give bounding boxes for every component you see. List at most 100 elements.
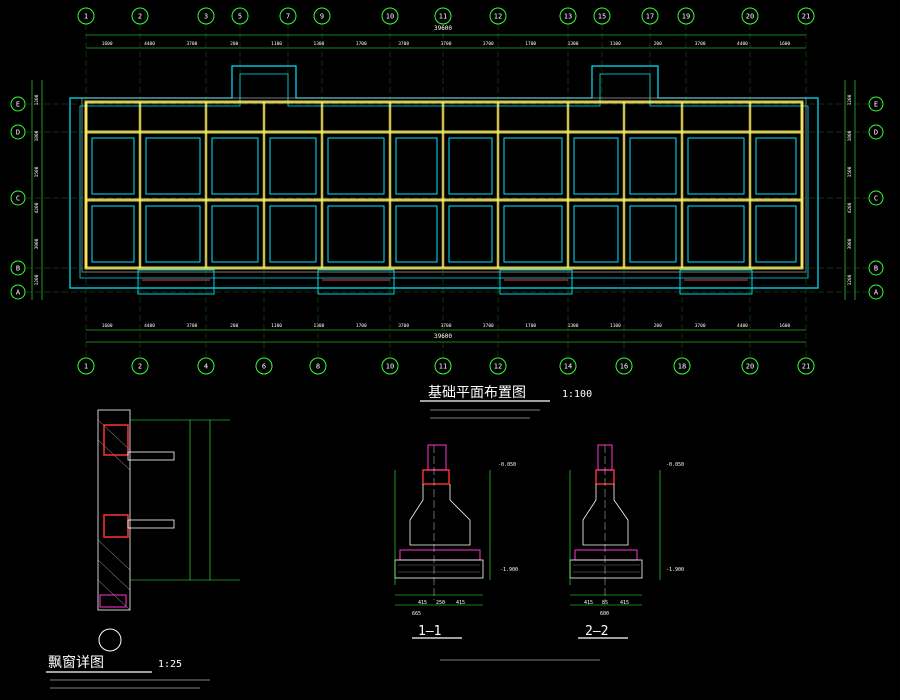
left-dim-0: 1200 xyxy=(34,94,40,105)
left-dim-5: 1200 xyxy=(34,274,40,285)
top-dim-13: 200 xyxy=(654,41,662,47)
axis-bubble-row-A-right: A xyxy=(868,284,884,300)
axis-bubble-bottom-8: 8 xyxy=(309,357,327,375)
axis-bubble-bottom-4: 4 xyxy=(197,357,215,375)
svg-text:12: 12 xyxy=(494,13,502,21)
svg-text:15: 15 xyxy=(598,13,606,21)
axis-bubble-bottom-18: 18 xyxy=(673,357,691,375)
bottom-dim-9: 3700 xyxy=(483,323,494,329)
axis-bubble-row-D-right: D xyxy=(868,124,884,140)
svg-text:B: B xyxy=(16,265,20,273)
svg-text:10: 10 xyxy=(386,13,394,21)
sec2-elev-bottom: -1.900 xyxy=(666,567,684,573)
axis-bubble-top-10: 10 xyxy=(381,7,399,25)
section-1-1-label: 1—1 xyxy=(418,624,441,639)
bottom-dim-6: 1700 xyxy=(356,323,367,329)
axis-bubble-row-E-left: E xyxy=(10,96,26,112)
top-dim-15: 4400 xyxy=(737,41,748,47)
axis-bubble-bottom-12: 12 xyxy=(489,357,507,375)
axis-bubble-bottom-14: 14 xyxy=(559,357,577,375)
window-detail-scale: 1:25 xyxy=(158,659,182,670)
axis-bubble-bottom-2: 2 xyxy=(131,357,149,375)
svg-text:A: A xyxy=(16,289,21,297)
svg-text:21: 21 xyxy=(802,363,810,371)
axis-bubble-row-B-left: B xyxy=(10,260,26,276)
svg-text:8: 8 xyxy=(316,363,320,371)
axis-bubble-top-11: 11 xyxy=(434,7,452,25)
sec1-dim-a: 415 xyxy=(418,600,427,606)
bottom-dim-16: 1600 xyxy=(779,323,790,329)
right-dim-3: 4200 xyxy=(847,202,853,213)
sec2-dim-c: 415 xyxy=(620,600,629,606)
top-dim-16: 1600 xyxy=(779,41,790,47)
axis-bubble-row-A-left: A xyxy=(10,284,26,300)
plan-title: 基础平面布置图 xyxy=(428,384,526,401)
window-detail-title: 飘窗详图 xyxy=(48,654,104,671)
top-dim-1: 4400 xyxy=(144,41,155,47)
svg-text:6: 6 xyxy=(262,363,266,371)
svg-text:D: D xyxy=(16,129,20,137)
bottom-dim-3: 200 xyxy=(230,323,238,329)
axis-bubble-top-1: 1 xyxy=(77,7,95,25)
bottom-dim-7: 3700 xyxy=(398,323,409,329)
top-dim-11: 1300 xyxy=(568,41,579,47)
svg-text:B: B xyxy=(874,265,878,273)
sec2-elev-top: -0.050 xyxy=(666,462,684,468)
svg-text:20: 20 xyxy=(746,363,754,371)
bottom-dim-8: 3700 xyxy=(441,323,452,329)
bottom-dim-12: 1100 xyxy=(610,323,621,329)
sec2-dim-a: 415 xyxy=(584,600,593,606)
axis-bubble-top-15: 15 xyxy=(593,7,611,25)
svg-text:21: 21 xyxy=(802,13,810,21)
axis-bubble-bottom-11: 11 xyxy=(434,357,452,375)
sec2-dim-b: 85 xyxy=(602,600,608,606)
left-dim-2: 1500 xyxy=(34,166,40,177)
axis-bubble-top-17: 17 xyxy=(641,7,659,25)
axis-bubble-top-5: 5 xyxy=(231,7,249,25)
top-dim-3: 200 xyxy=(230,41,238,47)
axis-bubble-top-12: 12 xyxy=(489,7,507,25)
axis-bubble-top-21: 21 xyxy=(797,7,815,25)
axis-bubble-top-2: 2 xyxy=(131,7,149,25)
svg-text:17: 17 xyxy=(646,13,654,21)
svg-text:4: 4 xyxy=(204,363,208,371)
sec1-dim-b: 250 xyxy=(436,600,445,606)
sec1-elev-top: -0.050 xyxy=(498,462,516,468)
axis-bubble-bottom-20: 20 xyxy=(741,357,759,375)
left-dim-1: 1800 xyxy=(34,130,40,141)
top-dim-2: 3700 xyxy=(186,41,197,47)
axis-bubble-row-C-right: C xyxy=(868,190,884,206)
sec1-elev-bottom: -1.900 xyxy=(500,567,518,573)
axis-bubble-top-3: 3 xyxy=(197,7,215,25)
svg-text:A: A xyxy=(874,289,879,297)
right-dim-1: 1800 xyxy=(847,130,853,141)
svg-text:11: 11 xyxy=(439,363,447,371)
axis-bubble-row-E-right: E xyxy=(868,96,884,112)
axis-bubble-bottom-10: 10 xyxy=(381,357,399,375)
bottom-dim-4: 1100 xyxy=(271,323,282,329)
section-2-2-drawing xyxy=(569,444,661,606)
svg-text:10: 10 xyxy=(386,363,394,371)
plan-scale: 1:100 xyxy=(562,389,592,400)
axis-bubble-row-C-left: C xyxy=(10,190,26,206)
svg-text:C: C xyxy=(16,195,20,203)
bottom-dim-13: 200 xyxy=(654,323,662,329)
svg-text:20: 20 xyxy=(746,13,754,21)
svg-text:7: 7 xyxy=(286,13,290,21)
top-dim-7: 3700 xyxy=(398,41,409,47)
plan-notes xyxy=(430,409,540,419)
svg-text:5: 5 xyxy=(238,13,242,21)
svg-text:12: 12 xyxy=(494,363,502,371)
top-dim-8: 3700 xyxy=(441,41,452,47)
svg-text:2: 2 xyxy=(138,13,142,21)
top-dim-6: 1700 xyxy=(356,41,367,47)
grid-lines xyxy=(26,24,868,358)
sec2-total: 600 xyxy=(600,611,609,617)
svg-text:E: E xyxy=(16,101,20,109)
